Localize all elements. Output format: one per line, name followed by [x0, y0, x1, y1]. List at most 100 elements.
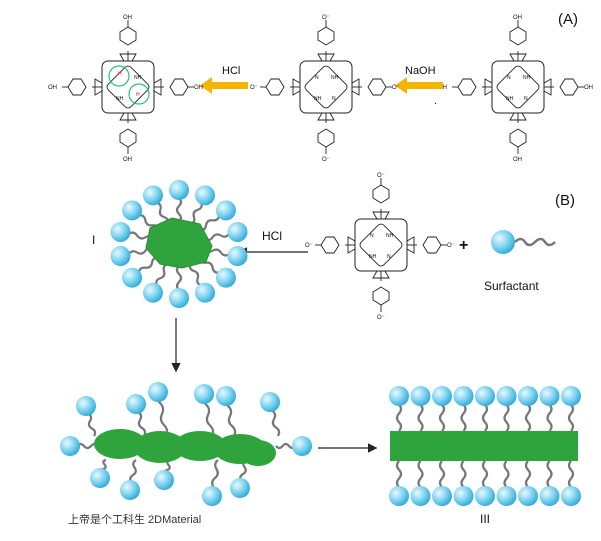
oh-bottom-right: OH [513, 157, 522, 163]
surfactant-label: Surfactant [484, 279, 539, 293]
surfactant-head [142, 282, 163, 303]
porphyrin-anion-middle: O⁻ O⁻ O⁻ O⁻ N NH NH N [250, 15, 400, 163]
nh-label: NH [314, 96, 322, 102]
surfactant-head [194, 384, 214, 404]
oh-bottom-left: OH [123, 157, 132, 163]
surfactant-head [122, 200, 143, 221]
o-minus-bottom: O⁻ [322, 157, 330, 163]
oh-left-left: OH [48, 85, 57, 91]
porphyrin-aggregate [94, 429, 146, 459]
stage-iii-label: III [480, 512, 490, 526]
porphyrin-anion-center: O⁻ O⁻ O⁻ O⁻ N NH NH N [305, 173, 455, 321]
n-label: N [387, 254, 391, 260]
surfactant-head [60, 436, 80, 456]
naoh-label: NaOH [405, 65, 436, 77]
porphyrin-aggregate [134, 431, 186, 463]
surfactant-head [561, 386, 581, 406]
surfactant-head [453, 486, 474, 506]
n-label: N [507, 75, 511, 81]
panel-b-label: (B) [555, 192, 575, 209]
porphyrin-sheet [390, 431, 578, 461]
hcl-arrow-top: HCl [200, 65, 248, 94]
n-label: N [332, 96, 336, 102]
surfactant-head [195, 185, 216, 206]
n-label: N [524, 96, 528, 102]
nh-label: NH [386, 233, 394, 239]
porphyrin-aggregate [240, 440, 276, 466]
porphyrin-protonated-left: H H OH OH OH OH NH NH [48, 15, 203, 163]
o-minus-bottom-b: O⁻ [377, 315, 385, 321]
oh-right-right: OH [584, 85, 593, 91]
micelle-stage-i [110, 180, 248, 308]
surfactant-head [154, 470, 174, 490]
oh-top-right: OH [513, 15, 522, 21]
layered-structure-stage-iii [389, 386, 581, 506]
o-minus-left-b: O⁻ [305, 243, 313, 249]
porphyrin-aggregate [145, 217, 213, 269]
surfactant-head [260, 392, 280, 412]
surfactant-head [110, 246, 131, 267]
surfactant-head [195, 282, 216, 303]
surfactant-head [169, 288, 189, 308]
nh-label: NH [506, 96, 514, 102]
surfactant-head [518, 386, 538, 406]
panel-a-label: (A) [558, 11, 578, 28]
surfactant-head [539, 386, 560, 406]
proton-label: H [118, 71, 122, 77]
surfactant-head [561, 486, 581, 506]
surfactant-head [202, 486, 222, 506]
surfactant-head [169, 180, 189, 200]
oh-right-left: OH [194, 85, 203, 91]
surfactant-head [90, 468, 110, 488]
surfactant-head [122, 267, 143, 288]
proton-label: H [136, 92, 140, 98]
surfactant-head [432, 486, 452, 506]
surfactant-head [432, 386, 452, 406]
surfactant-head [142, 185, 163, 206]
n-label: N [315, 75, 319, 81]
oh-top-left: OH [123, 15, 132, 21]
surfactant-head [120, 480, 140, 500]
surfactant-head [230, 478, 250, 498]
nh-label: NH [523, 75, 531, 81]
o-minus-left: O⁻ [250, 85, 258, 91]
surfactant-head [389, 486, 409, 506]
watermark-text: 上帝是个工科生 2DMaterial [68, 512, 201, 526]
surfactant-head [410, 386, 431, 406]
o-minus-right: O⁻ [392, 85, 400, 91]
hcl-arrow-mid: HCl [237, 229, 308, 257]
highlight-circle [108, 65, 130, 87]
surfactant-head [453, 386, 474, 406]
nh-label: NH [116, 96, 124, 102]
o-minus-right-b: O⁻ [447, 243, 455, 249]
o-minus-top-b: O⁻ [377, 173, 385, 179]
hcl-mid-label: HCl [262, 229, 282, 243]
naoh-arrow: NaOH . [395, 65, 443, 107]
surfactant-head [148, 382, 168, 402]
surfactant-head [215, 267, 236, 288]
stage-i-label: I [92, 233, 95, 247]
surfactant-head [215, 200, 236, 221]
surfactant-head [475, 486, 495, 506]
highlight-circle [128, 83, 150, 105]
porphyrin-neutral-right: OH OH OH OH N NH NH N [438, 15, 593, 163]
surfactant-head [410, 486, 431, 506]
nh-label: NH [369, 254, 377, 260]
surfactant-head [496, 486, 517, 506]
surfactant-legend: Surfactant [484, 230, 556, 293]
porphyrin-aggregate [174, 431, 226, 461]
surfactant-head-icon [491, 230, 515, 254]
surfactant-head [110, 221, 131, 242]
surfactant-head [389, 386, 409, 406]
dot-mark: . [434, 95, 437, 107]
o-minus-top: O⁻ [322, 15, 330, 21]
surfactant-head [76, 396, 96, 416]
surfactant-head [539, 486, 560, 506]
surfactant-head [475, 386, 495, 406]
n-label: N [370, 233, 374, 239]
nh-label: NH [331, 75, 339, 81]
surfactant-head [292, 436, 312, 456]
surfactant-head [216, 386, 236, 406]
hcl-top-label: HCl [222, 65, 240, 77]
